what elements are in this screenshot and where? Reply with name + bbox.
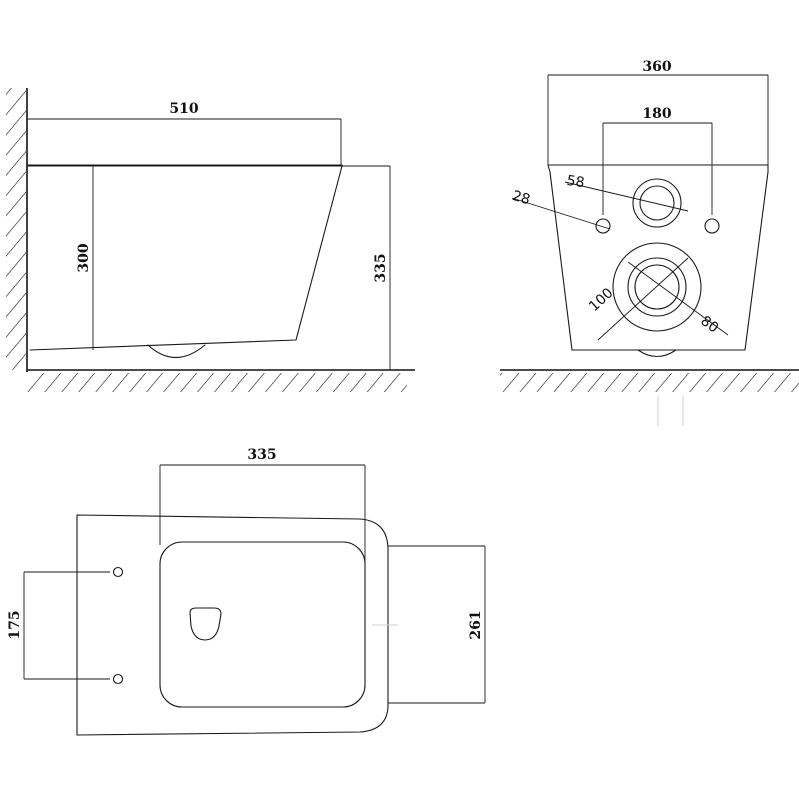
inlet-inner-ring: [639, 185, 675, 221]
dim-80-label: 80: [697, 313, 721, 336]
outlet-inner-ring: [634, 264, 680, 310]
bowl-opening: [189, 607, 222, 641]
dim-335-label: 335: [373, 253, 389, 282]
bowl-front-outline: [547, 164, 769, 351]
front-floor-hatch: [500, 373, 799, 392]
front-base-curve: [637, 349, 677, 358]
seat-outline: [159, 541, 366, 708]
dim-28-label: 28: [510, 188, 532, 208]
dim-28-leader: [511, 197, 611, 230]
bolt-hole-left: [595, 218, 611, 234]
bowl-base-curve: [147, 344, 206, 358]
dim-58-leader: [564, 181, 689, 212]
mount-hole-bottom: [112, 673, 124, 685]
dim-175-label: 175: [7, 610, 23, 639]
dim-100-leader: [597, 257, 689, 341]
inlet-outer-ring: [632, 178, 682, 228]
mount-hole-top: [112, 566, 124, 578]
bowl-side-outline: [26, 164, 343, 351]
dim-510-label: 510: [169, 101, 198, 117]
front-view: 360 180 58 28 100 80: [500, 59, 799, 426]
dim-100-label: 100: [586, 285, 617, 315]
top-view: 335 175 261: [7, 447, 486, 736]
outlet-mid-ring: [627, 257, 687, 317]
dim-261-label: 261: [468, 610, 484, 639]
dim-300-label: 300: [76, 243, 92, 272]
side-view: 510 300 335: [6, 88, 415, 392]
dim-top-335-label: 335: [247, 447, 276, 463]
floor-hatch: [27, 373, 407, 392]
top-outer-outline: [76, 514, 389, 736]
wall-hatch: [6, 88, 26, 370]
dim-80-leader: [627, 261, 729, 336]
dim-360-label: 360: [642, 59, 671, 75]
dim-180-label: 180: [642, 106, 671, 122]
dim-58-label: 58: [566, 173, 586, 191]
bolt-hole-right: [704, 218, 720, 234]
outlet-outer-ring: [612, 242, 702, 332]
